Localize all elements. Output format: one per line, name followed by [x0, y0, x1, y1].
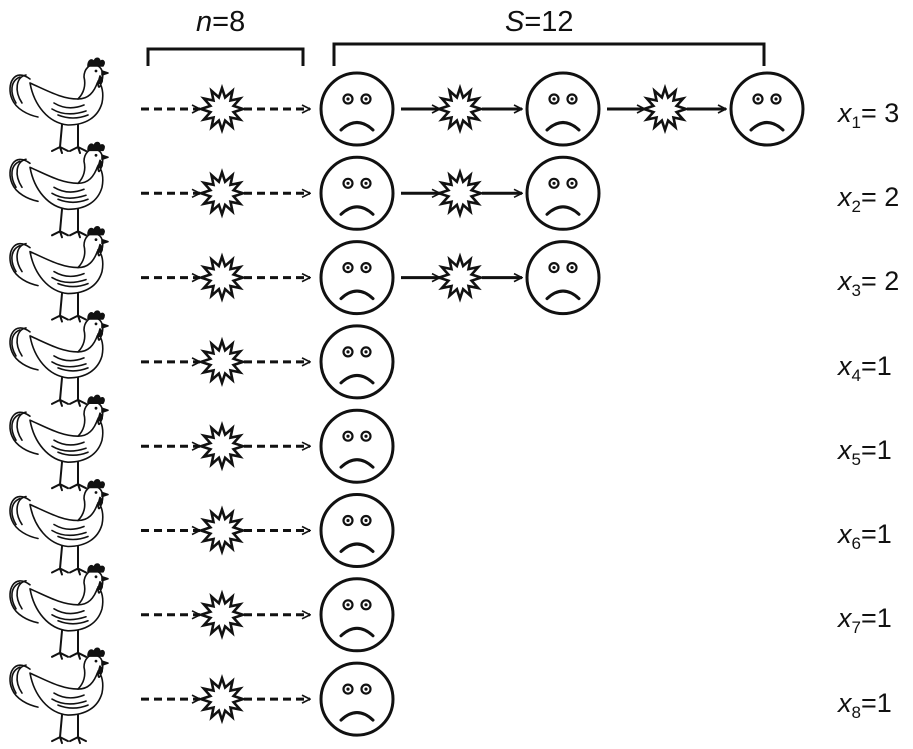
row-label-eq: = — [860, 266, 885, 296]
row-label-sub: 5 — [851, 450, 861, 469]
starburst-icon — [196, 168, 248, 219]
row-label-6: x6=1 — [838, 519, 892, 553]
n-header: n=8 — [196, 8, 245, 37]
row-label-sub: 2 — [851, 197, 861, 216]
sad-face-icon — [319, 661, 395, 737]
chicken-icon — [9, 141, 109, 239]
sad-face-icon — [729, 71, 805, 147]
row-label-sub: 8 — [851, 703, 861, 722]
s-bracket — [332, 42, 766, 66]
transmission-row — [9, 57, 805, 154]
row-label-var: x — [838, 603, 852, 633]
transmission-row — [9, 478, 395, 576]
s-header: S=12 — [505, 8, 574, 37]
row-label-sub: 3 — [851, 281, 861, 300]
transmission-row — [9, 394, 395, 492]
row-label-8: x8=1 — [838, 688, 892, 722]
n-bracket — [146, 47, 305, 66]
sad-face-icon — [319, 155, 395, 231]
row-label-sub: 4 — [851, 366, 861, 385]
row-label-value: 1 — [876, 603, 892, 633]
rows-layer — [9, 57, 805, 745]
row-label-value: 1 — [876, 519, 892, 549]
n-header-var: n — [196, 6, 213, 38]
s-header-var: S — [505, 6, 525, 38]
sad-face-icon — [525, 71, 601, 147]
sad-face-icon — [319, 577, 395, 653]
row-label-sub: 7 — [851, 618, 861, 637]
row-label-value: 3 — [884, 98, 900, 128]
sad-face-icon — [525, 240, 601, 316]
starburst-icon — [434, 252, 486, 303]
sad-face-icon — [319, 493, 395, 568]
row-label-var: x — [838, 266, 852, 296]
row-label-2: x2= 2 — [838, 182, 900, 216]
row-label-value: 2 — [884, 266, 900, 296]
transmission-row — [9, 563, 395, 660]
transmission-row — [9, 647, 395, 745]
starburst-icon — [196, 505, 248, 556]
row-label-sub: 1 — [851, 113, 861, 132]
sad-face-icon — [319, 408, 395, 484]
row-label-eq: = — [860, 688, 877, 718]
row-label-4: x4=1 — [838, 351, 892, 385]
s-header-value: 12 — [541, 6, 574, 38]
row-label-value: 1 — [876, 351, 892, 381]
row-label-value: 2 — [884, 182, 900, 212]
row-label-var: x — [838, 182, 852, 212]
transmission-row — [9, 226, 601, 323]
starburst-icon — [434, 168, 486, 219]
row-label-var: x — [838, 98, 852, 128]
row-label-eq: = — [860, 603, 877, 633]
s-header-eq: = — [524, 6, 542, 38]
row-label-eq: = — [860, 182, 885, 212]
chicken-icon — [9, 394, 109, 492]
row-label-var: x — [838, 351, 852, 381]
transmission-row — [9, 310, 395, 407]
row-label-var: x — [838, 519, 852, 549]
sad-face-icon — [319, 324, 395, 400]
starburst-icon — [196, 252, 248, 303]
row-label-1: x1= 3 — [838, 98, 900, 132]
row-label-5: x5=1 — [838, 435, 892, 469]
starburst-icon — [196, 673, 248, 725]
row-label-value: 1 — [876, 688, 892, 718]
row-label-var: x — [838, 688, 852, 718]
sad-face-icon — [319, 240, 395, 316]
row-label-value: 1 — [876, 435, 892, 465]
chicken-icon — [9, 647, 109, 745]
sad-face-icon — [319, 71, 395, 147]
sad-face-icon — [525, 155, 601, 231]
starburst-icon — [196, 336, 248, 388]
row-label-3: x3= 2 — [838, 266, 900, 300]
starburst-icon — [639, 83, 691, 135]
chicken-icon — [9, 57, 109, 154]
transmission-row — [9, 141, 601, 239]
chicken-icon — [9, 563, 109, 660]
row-label-eq: = — [860, 435, 877, 465]
row-label-eq: = — [860, 98, 885, 128]
chicken-icon — [9, 310, 109, 407]
chicken-icon — [9, 478, 109, 576]
chicken-icon — [9, 226, 109, 323]
starburst-icon — [196, 421, 248, 472]
starburst-icon — [196, 589, 248, 640]
row-label-sub: 6 — [851, 534, 861, 553]
n-header-eq: = — [212, 6, 230, 38]
row-label-eq: = — [860, 351, 877, 381]
starburst-icon — [196, 83, 248, 135]
n-header-value: 8 — [229, 6, 246, 38]
row-label-7: x7=1 — [838, 603, 892, 637]
starburst-icon — [434, 83, 486, 135]
row-label-eq: = — [860, 519, 877, 549]
row-label-var: x — [838, 435, 852, 465]
